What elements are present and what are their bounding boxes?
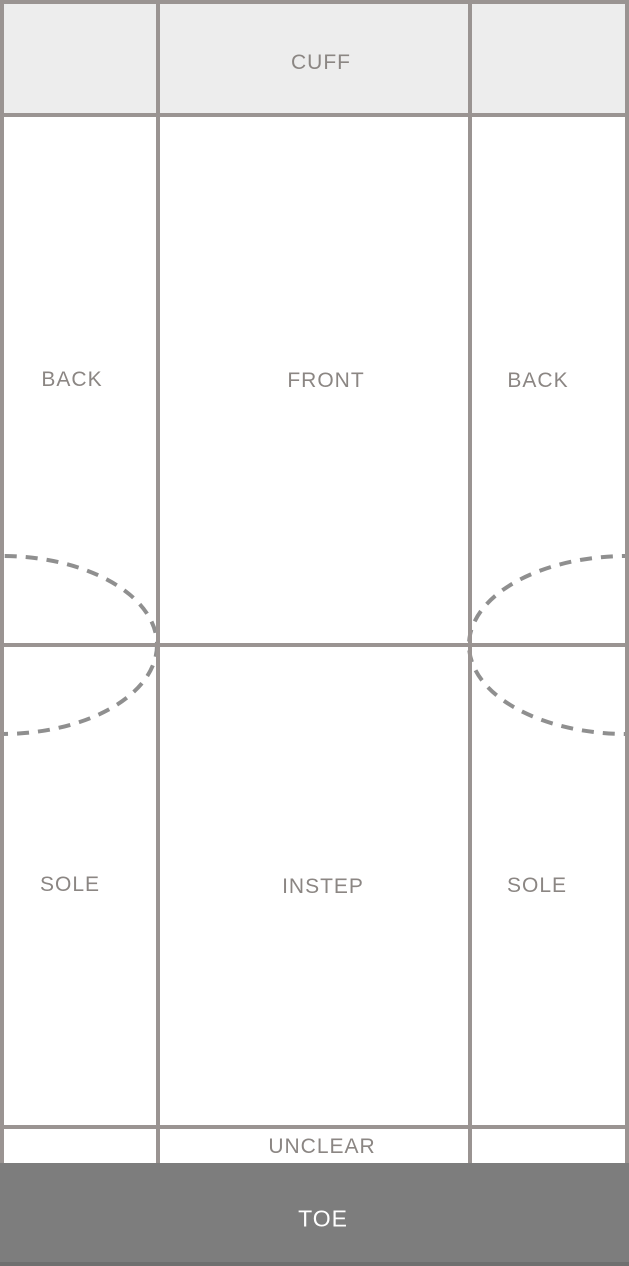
cuff-label: CUFF	[291, 51, 351, 74]
border-right	[625, 0, 629, 1163]
border-left	[0, 0, 4, 1163]
unclear-label: UNCLEAR	[268, 1135, 376, 1158]
border-top	[0, 0, 629, 4]
divider-below-cuff	[0, 113, 629, 117]
sole-right-label: SOLE	[506, 874, 568, 897]
toe-band-bottom-edge	[0, 1262, 629, 1266]
divider-above-unclear	[0, 1125, 629, 1129]
back-right-label: BACK	[507, 369, 569, 392]
instep-label: INSTEP	[282, 875, 364, 898]
divider-vertical-right	[468, 0, 472, 1163]
back-left-label: BACK	[41, 368, 103, 391]
cuff-band	[0, 0, 629, 117]
sole-left-label: SOLE	[39, 873, 101, 896]
divider-middle	[0, 643, 629, 647]
toe-band	[0, 1163, 629, 1266]
toe-label: TOE	[298, 1205, 348, 1232]
divider-vertical-left	[156, 0, 160, 1163]
front-label: FRONT	[287, 369, 365, 392]
